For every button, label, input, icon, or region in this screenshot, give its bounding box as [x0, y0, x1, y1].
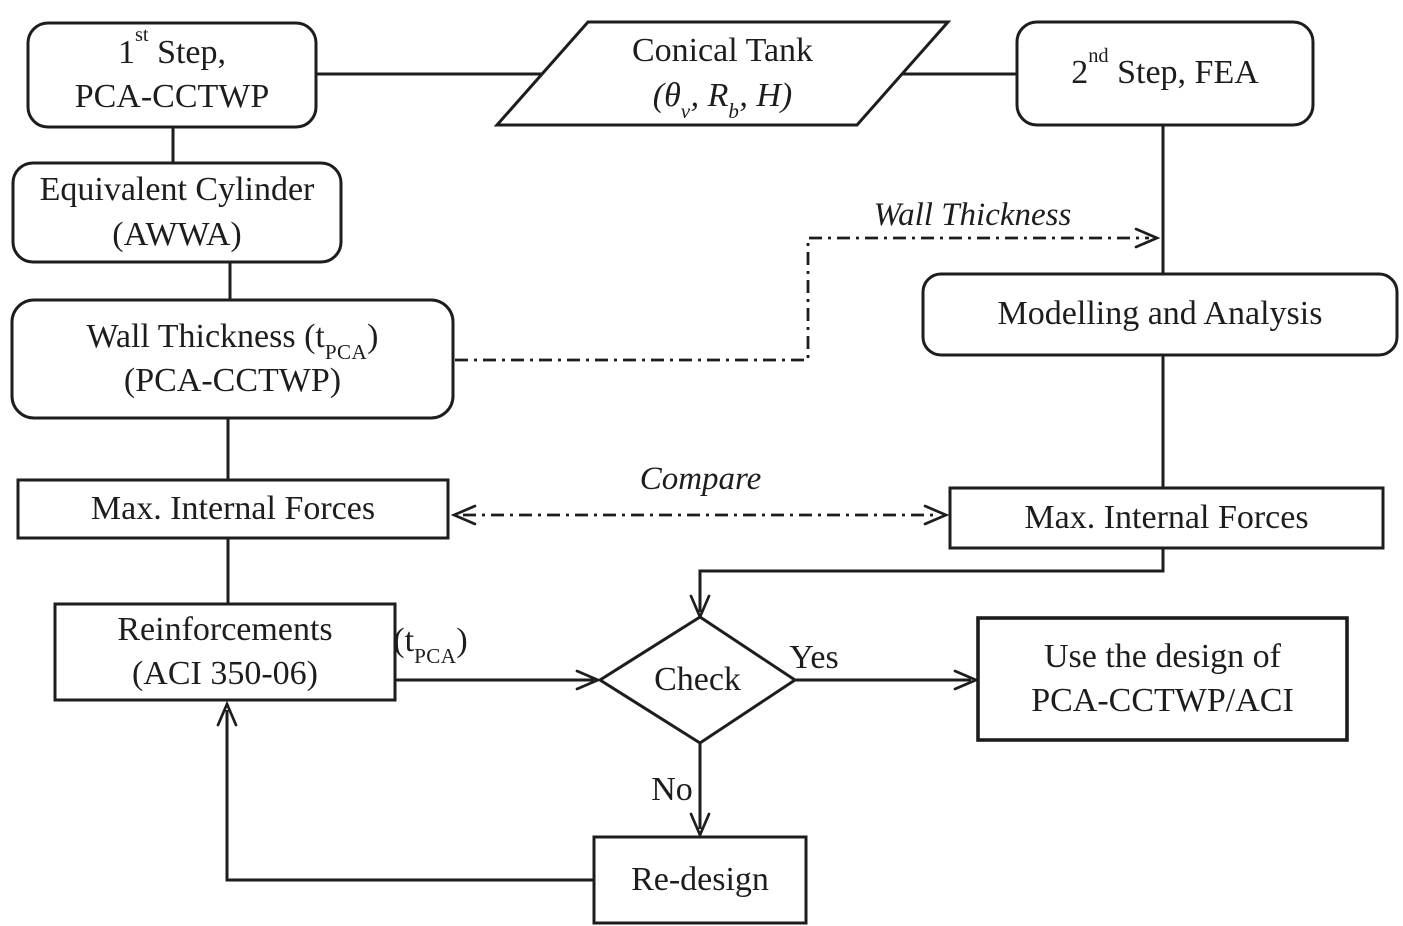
use-design-node-shape [976, 616, 1349, 742]
yes-edge-label: Yes [789, 638, 839, 676]
redesign-node-shape [592, 835, 808, 925]
modelling-node-label: Modelling and Analysis [997, 295, 1323, 333]
step1-node-shape [26, 21, 318, 129]
redesign-node-label: Re-design [631, 860, 769, 898]
modelling-node-shape [921, 272, 1399, 357]
edge-wallthickness-dashdot [455, 236, 1149, 362]
arrowhead-into-use [953, 669, 980, 691]
step2-node-shape [1015, 20, 1315, 127]
wall-thickness-node-label: Wall Thickness (tPCA) (PCA-CCTWP) [86, 317, 379, 399]
step1-node-label: 1st Step, PCA-CCTWP [74, 24, 270, 115]
conical-tank-node-label: Conical Tank (θv, Rb, H) [631, 32, 814, 123]
reinforcements-node-label: Reinforcements (ACI 350-06) [117, 610, 333, 692]
check-diamond-shape [597, 615, 798, 745]
max-forces-left-node-label: Max. Internal Forces [90, 489, 376, 527]
reinforcements-node-shape [53, 602, 397, 702]
arrowhead-compare-right [923, 504, 950, 526]
max-forces-left-node-shape [16, 478, 450, 540]
no-edge-label: No [651, 770, 693, 808]
arrowhead-into-reinforcements-bottom [216, 700, 238, 727]
compare-edge-label: Compare [639, 460, 762, 497]
equivalent-cylinder-node-shape [11, 161, 343, 264]
wall-thickness-node-shape [10, 298, 455, 420]
arrowhead-into-redesign [689, 812, 711, 839]
max-forces-right-node-label: Max. Internal Forces [1024, 498, 1309, 536]
equivalent-cylinder-node-label: Equivalent Cylinder (AWWA) [39, 171, 315, 253]
conical-tank-node-shape [493, 20, 952, 127]
edge-maxright-to-check [698, 548, 1165, 612]
step2-node-label: 2nd Step, FEA [1071, 44, 1259, 92]
tpca-edge-label: (tPCA) [393, 621, 468, 669]
use-design-node-label: Use the design of PCA-CCTWP/ACI [1031, 637, 1294, 719]
check-node-label: Check [654, 660, 741, 698]
arrowhead-wallthickness-right [1134, 227, 1161, 249]
wall-thickness-edge-label: Wall Thickness [873, 196, 1072, 233]
arrowhead-compare-left [450, 504, 477, 526]
edge-redesign-to-reinforcements [225, 710, 594, 882]
max-forces-right-node-shape [948, 486, 1385, 550]
